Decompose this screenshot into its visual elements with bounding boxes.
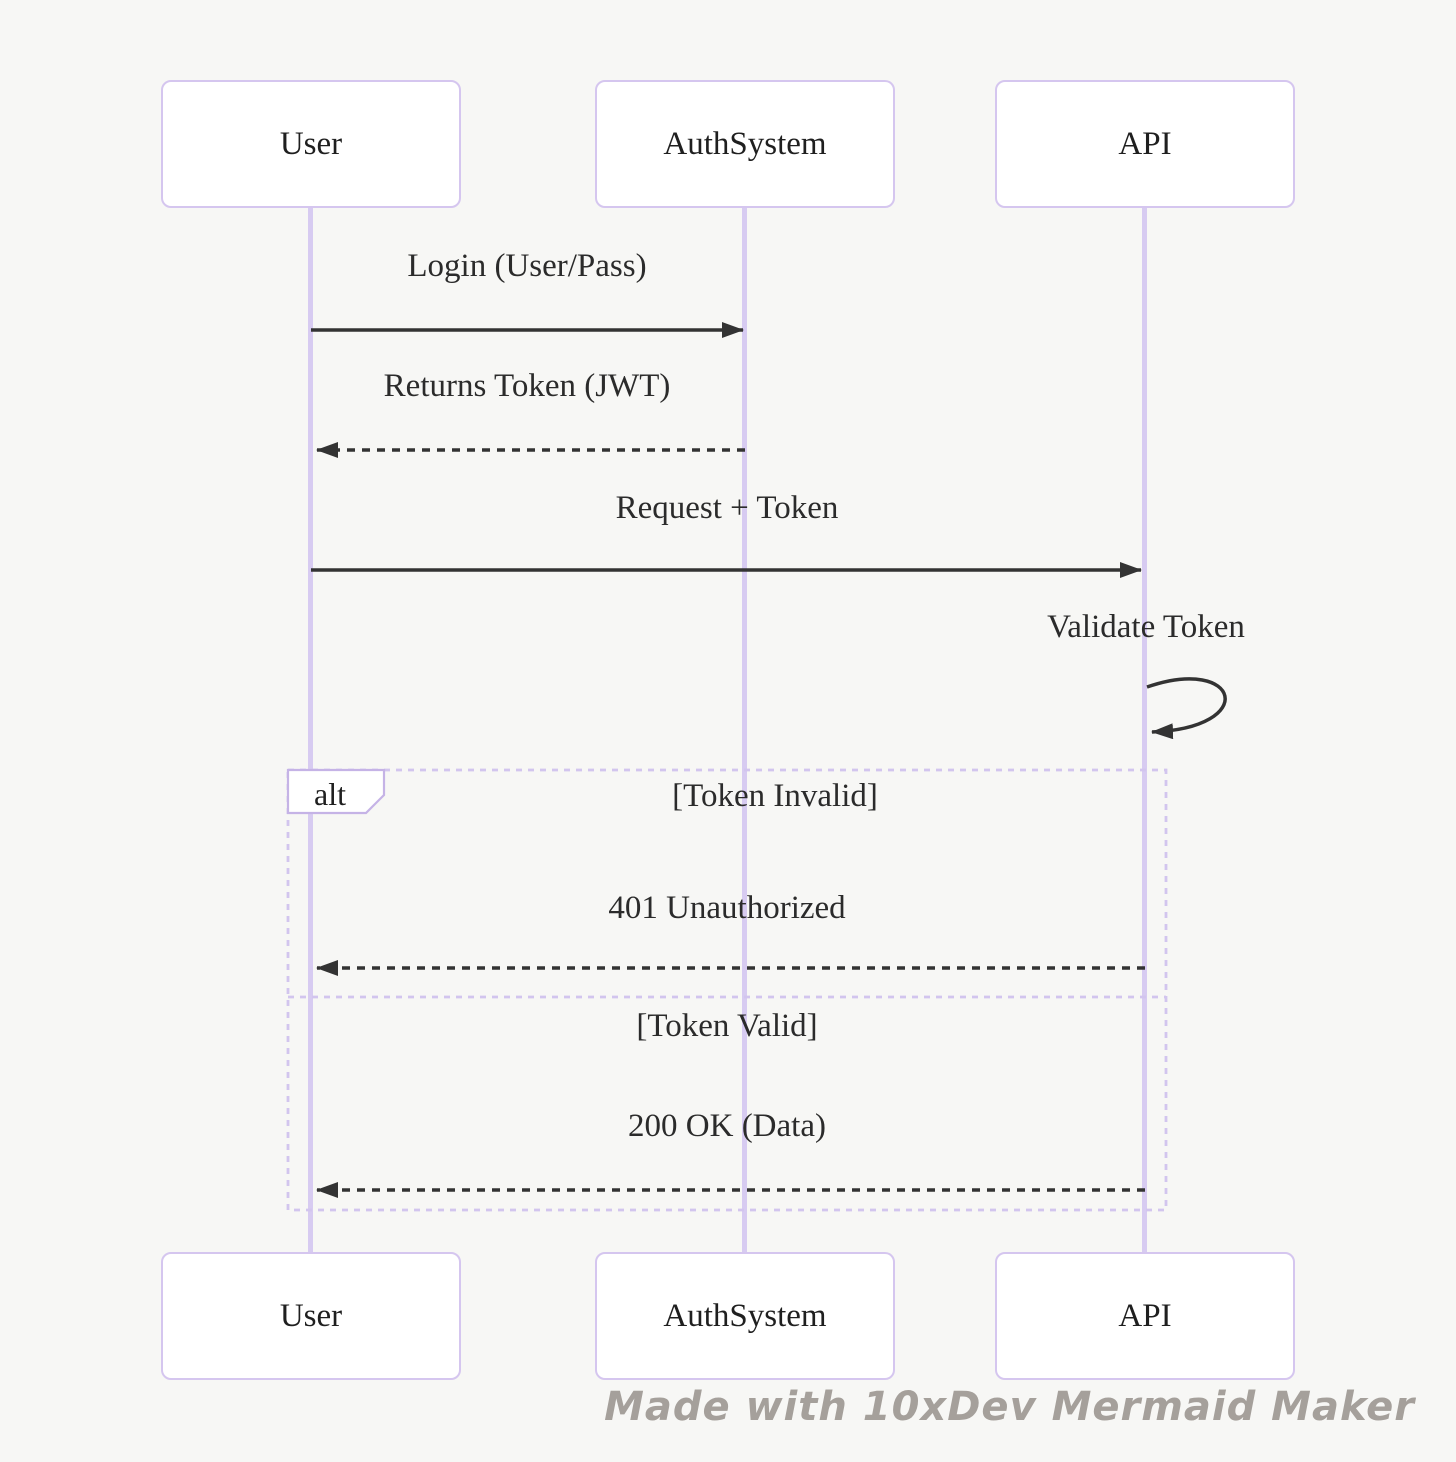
- guard-label-token-invalid: [Token Invalid]: [672, 778, 878, 814]
- actor-label-api: API: [1118, 1297, 1172, 1334]
- lifeline-api: [1142, 208, 1147, 1252]
- self-loop-validate-token: [1146, 677, 1227, 740]
- actor-box-api-bottom: API: [995, 1252, 1295, 1380]
- alt-operator-label: alt: [314, 776, 346, 812]
- message-label-401: 401 Unauthorized: [608, 890, 846, 926]
- actor-label-authsystem: AuthSystem: [663, 1297, 827, 1334]
- message-label-validate-token: Validate Token: [1047, 609, 1245, 645]
- watermark: Made with 10xDev Mermaid Maker: [604, 1384, 1415, 1430]
- actor-box-user-top: User: [161, 80, 461, 208]
- actor-label-user: User: [279, 125, 343, 162]
- actor-box-authsystem-bottom: AuthSystem: [595, 1252, 895, 1380]
- actor-label-user: User: [279, 1297, 343, 1334]
- lifeline-authsystem: [742, 208, 747, 1252]
- alt-label-pentagon: [286, 768, 386, 815]
- message-label-200: 200 OK (Data): [628, 1108, 826, 1144]
- message-label-login: Login (User/Pass): [407, 248, 647, 284]
- lifeline-user: [308, 208, 313, 1252]
- message-label-request-token: Request + Token: [615, 490, 839, 526]
- actor-box-authsystem-top: AuthSystem: [595, 80, 895, 208]
- actor-box-user-bottom: User: [161, 1252, 461, 1380]
- message-label-returns-token: Returns Token (JWT): [383, 368, 671, 404]
- actor-label-authsystem: AuthSystem: [663, 125, 827, 162]
- alt-frame: [286, 768, 1168, 1212]
- guard-label-token-valid: [Token Valid]: [636, 1008, 818, 1044]
- actor-box-api-top: API: [995, 80, 1295, 208]
- actor-label-api: API: [1118, 125, 1172, 162]
